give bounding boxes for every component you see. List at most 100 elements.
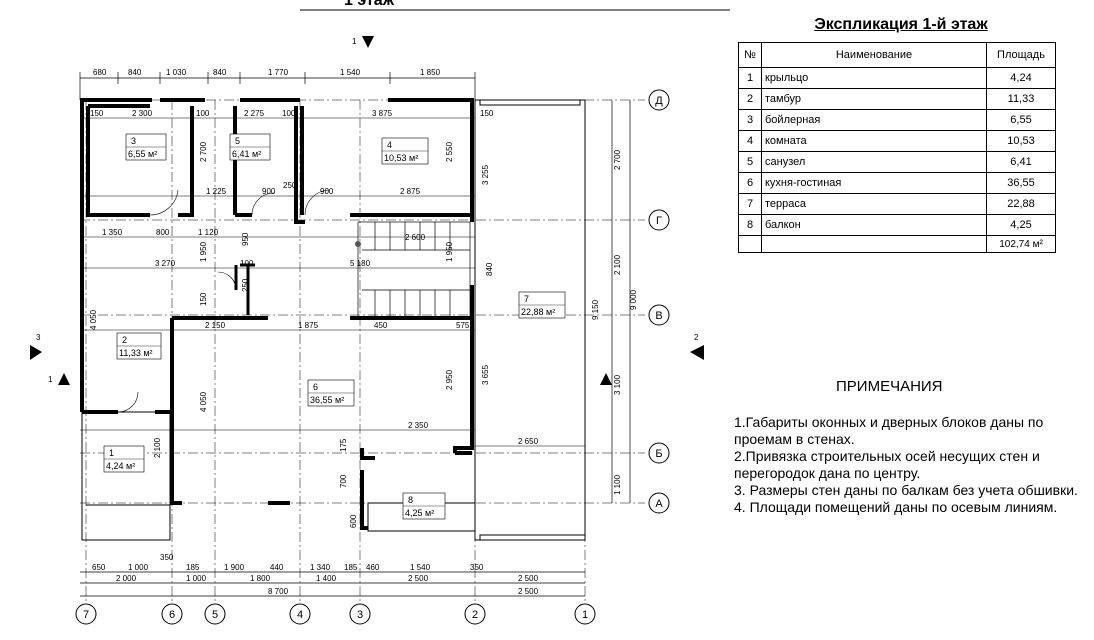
table-total-row: 102,74 м² <box>738 235 1056 253</box>
svg-text:Д: Д <box>655 95 663 107</box>
bottom-dim-9: 1 540 <box>410 563 431 572</box>
cell-area: 6,55 <box>986 109 1056 131</box>
cell-no: 7 <box>738 193 762 215</box>
axis-bubbles-right: Д Г В Б А <box>648 89 670 514</box>
inner-dim: 3 270 <box>155 259 176 268</box>
bottom-dim-extra-3: 2 500 <box>518 587 539 596</box>
top-dim-3: 1 030 <box>166 68 187 77</box>
explication-title: Экспликация 1-й этаж <box>814 16 988 33</box>
cell-empty <box>738 235 762 253</box>
inner-dim: 2 150 <box>205 321 226 330</box>
inner-dim: 1 875 <box>298 321 319 330</box>
inner-dimensions: 150 2 300 100 2 275 100 3 875 150 2 700 … <box>89 109 539 528</box>
cell-no: 4 <box>738 130 762 152</box>
cell-area: 6,41 <box>986 151 1056 173</box>
room-tag-1: 1 4,24 м² <box>103 445 145 473</box>
room-tag-5: 5 6,41 м² <box>229 133 271 161</box>
right-dim-total: 9 000 <box>629 289 638 310</box>
bottom-dim-extra-1: 350 <box>160 553 174 562</box>
svg-text:2: 2 <box>122 335 127 345</box>
svg-text:5: 5 <box>212 609 218 621</box>
inner-dim: 4 050 <box>199 391 208 412</box>
inner-dim: 2 275 <box>244 109 265 118</box>
cell-name: кухня-гостиная <box>761 172 987 194</box>
inner-dim: 1 950 <box>445 241 454 262</box>
svg-text:2: 2 <box>694 333 699 342</box>
top-dim-1: 680 <box>93 68 107 77</box>
inner-dim: 3 255 <box>481 164 490 185</box>
room-tag-4: 4 10,53 м² <box>381 137 429 165</box>
bottom-dim-15: 2 500 <box>518 574 539 583</box>
right-dimension-chain <box>611 100 631 503</box>
room-tag-7: 7 22,88 м² <box>518 291 566 319</box>
svg-text:11,33 м²: 11,33 м² <box>119 348 153 358</box>
bottom-dim-4: 1 900 <box>224 563 245 572</box>
note-item: 2.Привязка строительных осей несущих сте… <box>734 448 1040 481</box>
right-dim-2: 2 100 <box>613 254 622 275</box>
door-swings <box>117 189 331 413</box>
cell-area: 11,33 <box>986 88 1056 110</box>
note-item: 3. Размеры стен даны по балкам без учета… <box>734 482 1078 498</box>
svg-text:1: 1 <box>48 375 53 384</box>
bottom-dim-8: 460 <box>366 563 380 572</box>
table-row: 3 бойлерная 6,55 <box>738 109 1056 131</box>
svg-text:6: 6 <box>169 609 175 621</box>
inner-dim: 100 <box>196 109 210 118</box>
table-header-row: № Наименование Площадь <box>738 42 1056 68</box>
inner-dim: 950 <box>241 232 250 246</box>
svg-text:5: 5 <box>235 136 240 146</box>
top-dimension-chain <box>79 72 476 100</box>
section-mark-right: 2 <box>600 333 704 385</box>
svg-text:А: А <box>655 498 663 510</box>
top-dim-4: 840 <box>213 68 227 77</box>
top-dim-7: 1 850 <box>420 68 441 77</box>
svg-text:В: В <box>655 310 662 322</box>
inner-dim: 2 875 <box>400 187 421 196</box>
inner-dim: 250 <box>283 181 297 190</box>
right-dim-partial: 9 150 <box>591 299 600 320</box>
svg-text:6,55 м²: 6,55 м² <box>128 149 157 159</box>
svg-text:3: 3 <box>36 333 41 342</box>
inner-dim: 3 875 <box>372 109 393 118</box>
cell-area: 22,88 <box>986 193 1056 215</box>
table-row: 8 балкон 4,25 <box>738 214 1056 236</box>
bottom-dim-7: 185 <box>344 563 358 572</box>
inner-dim: 1 350 <box>102 228 123 237</box>
cell-name: терраса <box>761 193 987 215</box>
note-item: 4. Площади помещений даны по осевым лини… <box>734 499 1058 515</box>
inner-dim: 2 550 <box>445 141 454 162</box>
top-dim-5: 1 770 <box>268 68 289 77</box>
inner-dim: 700 <box>339 474 348 488</box>
bottom-dim-3: 185 <box>186 563 200 572</box>
svg-text:8: 8 <box>408 495 413 505</box>
cell-no: 3 <box>738 109 762 131</box>
inner-dim: 575 <box>456 321 470 330</box>
bottom-dimension-chain <box>80 571 585 597</box>
right-dim-4: 1 100 <box>613 474 622 495</box>
inner-dim: 1 225 <box>206 187 227 196</box>
floor-title: 1 этаж <box>344 0 395 9</box>
svg-text:2: 2 <box>472 609 478 621</box>
inner-dim: 100 <box>240 259 254 268</box>
bottom-dim-2: 1 000 <box>128 563 149 572</box>
svg-text:1: 1 <box>352 37 357 46</box>
table-row: 2 тамбур 11,33 <box>738 88 1056 110</box>
bottom-dim-14: 2 500 <box>408 574 429 583</box>
bottom-dim-5: 440 <box>270 563 284 572</box>
svg-text:7: 7 <box>83 609 89 621</box>
inner-dim: 4 050 <box>89 309 98 330</box>
porch-outline <box>81 411 171 541</box>
cell-total: 102,74 м² <box>986 235 1056 253</box>
room-labels: 3 6,55 м² 5 6,41 м² 4 10,53 м² 2 11,33 м… <box>103 133 566 520</box>
cell-empty <box>761 235 987 253</box>
inner-dim: 2 300 <box>132 109 153 118</box>
cell-area: 4,24 <box>986 67 1056 89</box>
svg-text:36,55 м²: 36,55 м² <box>310 395 344 405</box>
header-area: Площадь <box>986 42 1056 68</box>
svg-text:10,53 м²: 10,53 м² <box>384 153 418 163</box>
svg-text:4,25 м²: 4,25 м² <box>405 508 434 518</box>
notes-list: 1.Габариты оконных и дверных блоков даны… <box>734 414 1084 516</box>
explication-table: № Наименование Площадь 1 крыльцо 4,24 2 … <box>738 42 1056 253</box>
room-tag-3: 3 6,55 м² <box>125 133 167 161</box>
cell-name: крыльцо <box>761 67 987 89</box>
